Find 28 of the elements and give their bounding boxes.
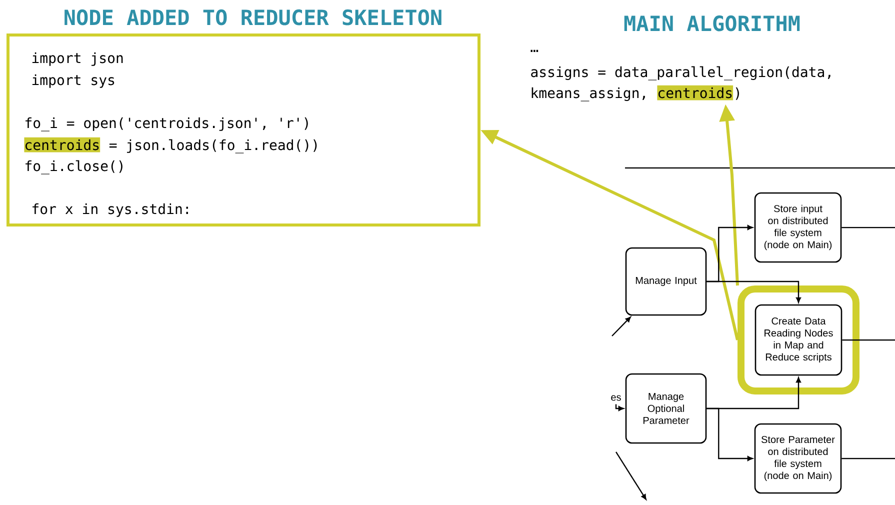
arrow [706, 408, 753, 461]
heading: NODE ADDED TO REDUCER SKELETON [64, 9, 442, 26]
code-line: fo_i.close() [26, 160, 122, 174]
code-line: assigns = data_parallel_region(data, [531, 66, 830, 80]
process-box: Create Data Reading Nodes in Map and Reduce scripts [754, 304, 842, 376]
highlighted-word: centroids [657, 85, 734, 100]
code-text: kmeans_assign, [532, 87, 645, 102]
arrow [615, 404, 624, 411]
code-line: import json [32, 52, 123, 66]
line [842, 226, 895, 228]
heading: MAIN ALGORITHM [624, 15, 800, 32]
process-box: Store input on distributed file system (node on Main) [754, 192, 842, 263]
process-box: Manage Optional Parameter [625, 373, 707, 444]
line [842, 339, 895, 341]
process-box: Store Parameter on distributed file system (node on Main) [754, 423, 842, 494]
arrow [612, 316, 631, 336]
code-line: import sys [32, 74, 114, 88]
code-text: ) [736, 87, 739, 100]
code-line: for x in sys.stdin: [32, 203, 188, 217]
code-line: fo_i = open('centroids.json', 'r') [26, 117, 308, 132]
cut-text: es [611, 395, 621, 401]
process-box: Manage Input [625, 247, 707, 316]
ellipsis: … [530, 50, 538, 52]
code-line: = json.loads(fo_i.read()) [109, 139, 317, 154]
highlight-frame [738, 286, 860, 394]
line [842, 458, 895, 460]
highlighted-word: centroids [24, 137, 100, 152]
arrow [706, 280, 801, 303]
